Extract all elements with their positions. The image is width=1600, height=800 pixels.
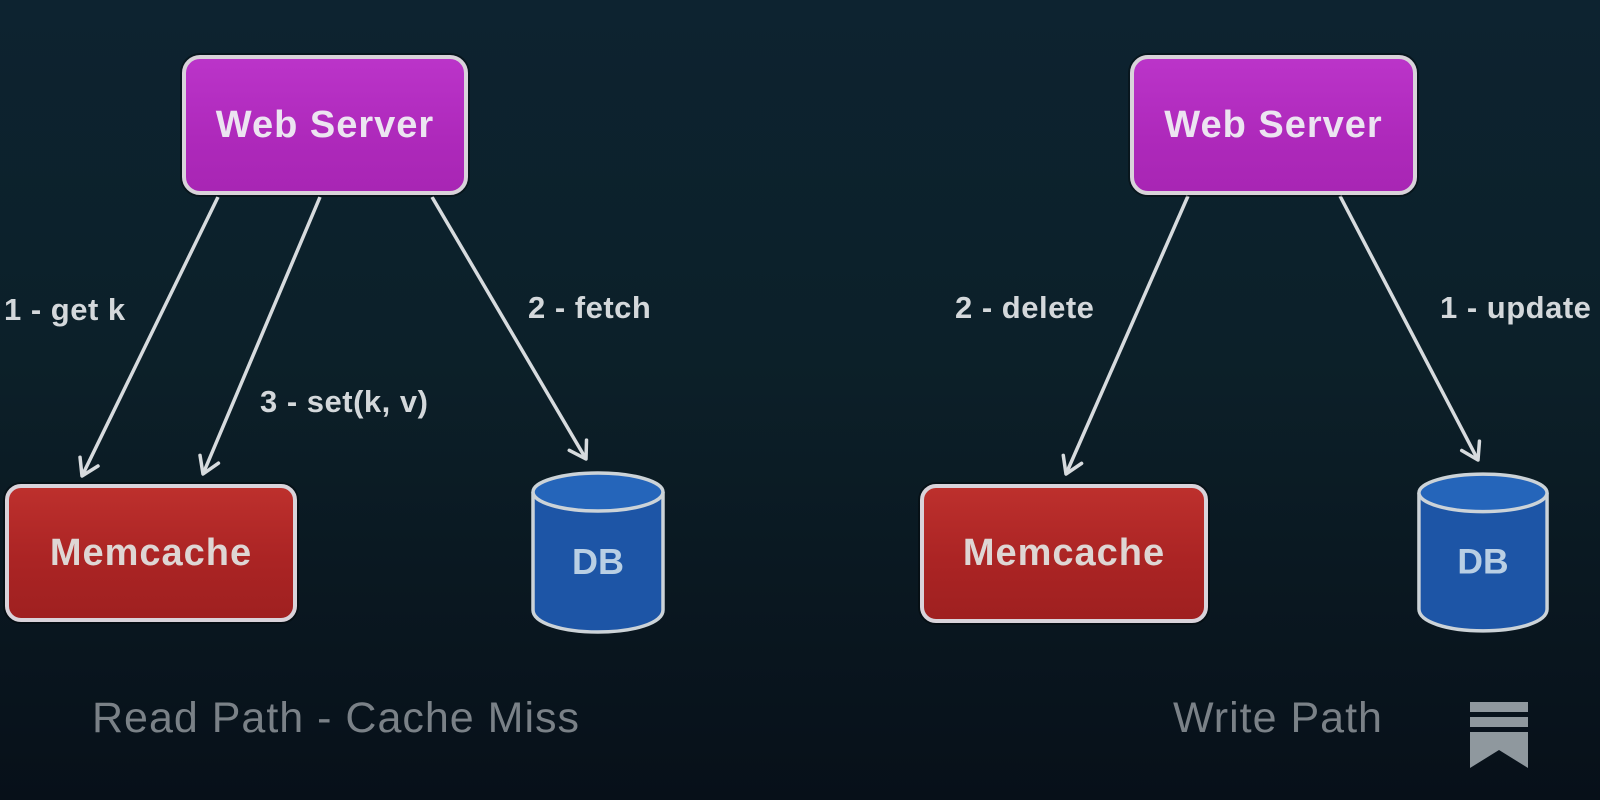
left-caption: Read Path - Cache Miss bbox=[92, 694, 581, 742]
database-cylinder-icon: DB bbox=[1417, 472, 1549, 633]
left-web-server-label: Web Server bbox=[215, 103, 435, 146]
left-web-server-node: Web Server bbox=[182, 55, 468, 195]
substack-bookmark-icon bbox=[1470, 702, 1528, 773]
left-db-node: DB bbox=[529, 470, 667, 641]
arrow-set-kv bbox=[198, 196, 322, 476]
arrow-get-k bbox=[78, 196, 220, 478]
edge-label-update: 1 - update bbox=[1440, 290, 1592, 325]
right-db-node: DB bbox=[1415, 471, 1551, 640]
edge-label-fetch: 2 - fetch bbox=[528, 290, 652, 325]
arrow-delete bbox=[1061, 195, 1190, 476]
right-memcache-label: Memcache bbox=[962, 532, 1166, 574]
left-memcache-label: Memcache bbox=[49, 531, 253, 574]
right-web-server-label: Web Server bbox=[1164, 103, 1383, 146]
arrow-fetch bbox=[430, 196, 589, 461]
edge-label-delete: 2 - delete bbox=[955, 290, 1095, 325]
arrow-update bbox=[1338, 195, 1482, 462]
left-db-label: DB bbox=[572, 541, 624, 582]
database-cylinder-icon: DB bbox=[531, 471, 665, 634]
edge-label-set-kv: 3 - set(k, v) bbox=[260, 384, 429, 419]
right-db-label: DB bbox=[1457, 542, 1508, 582]
left-memcache-node: Memcache bbox=[5, 484, 297, 622]
right-memcache-node: Memcache bbox=[920, 484, 1208, 623]
right-caption: Write Path bbox=[1173, 694, 1383, 742]
right-web-server-node: Web Server bbox=[1130, 55, 1417, 195]
edge-label-get-k: 1 - get k bbox=[4, 292, 126, 327]
